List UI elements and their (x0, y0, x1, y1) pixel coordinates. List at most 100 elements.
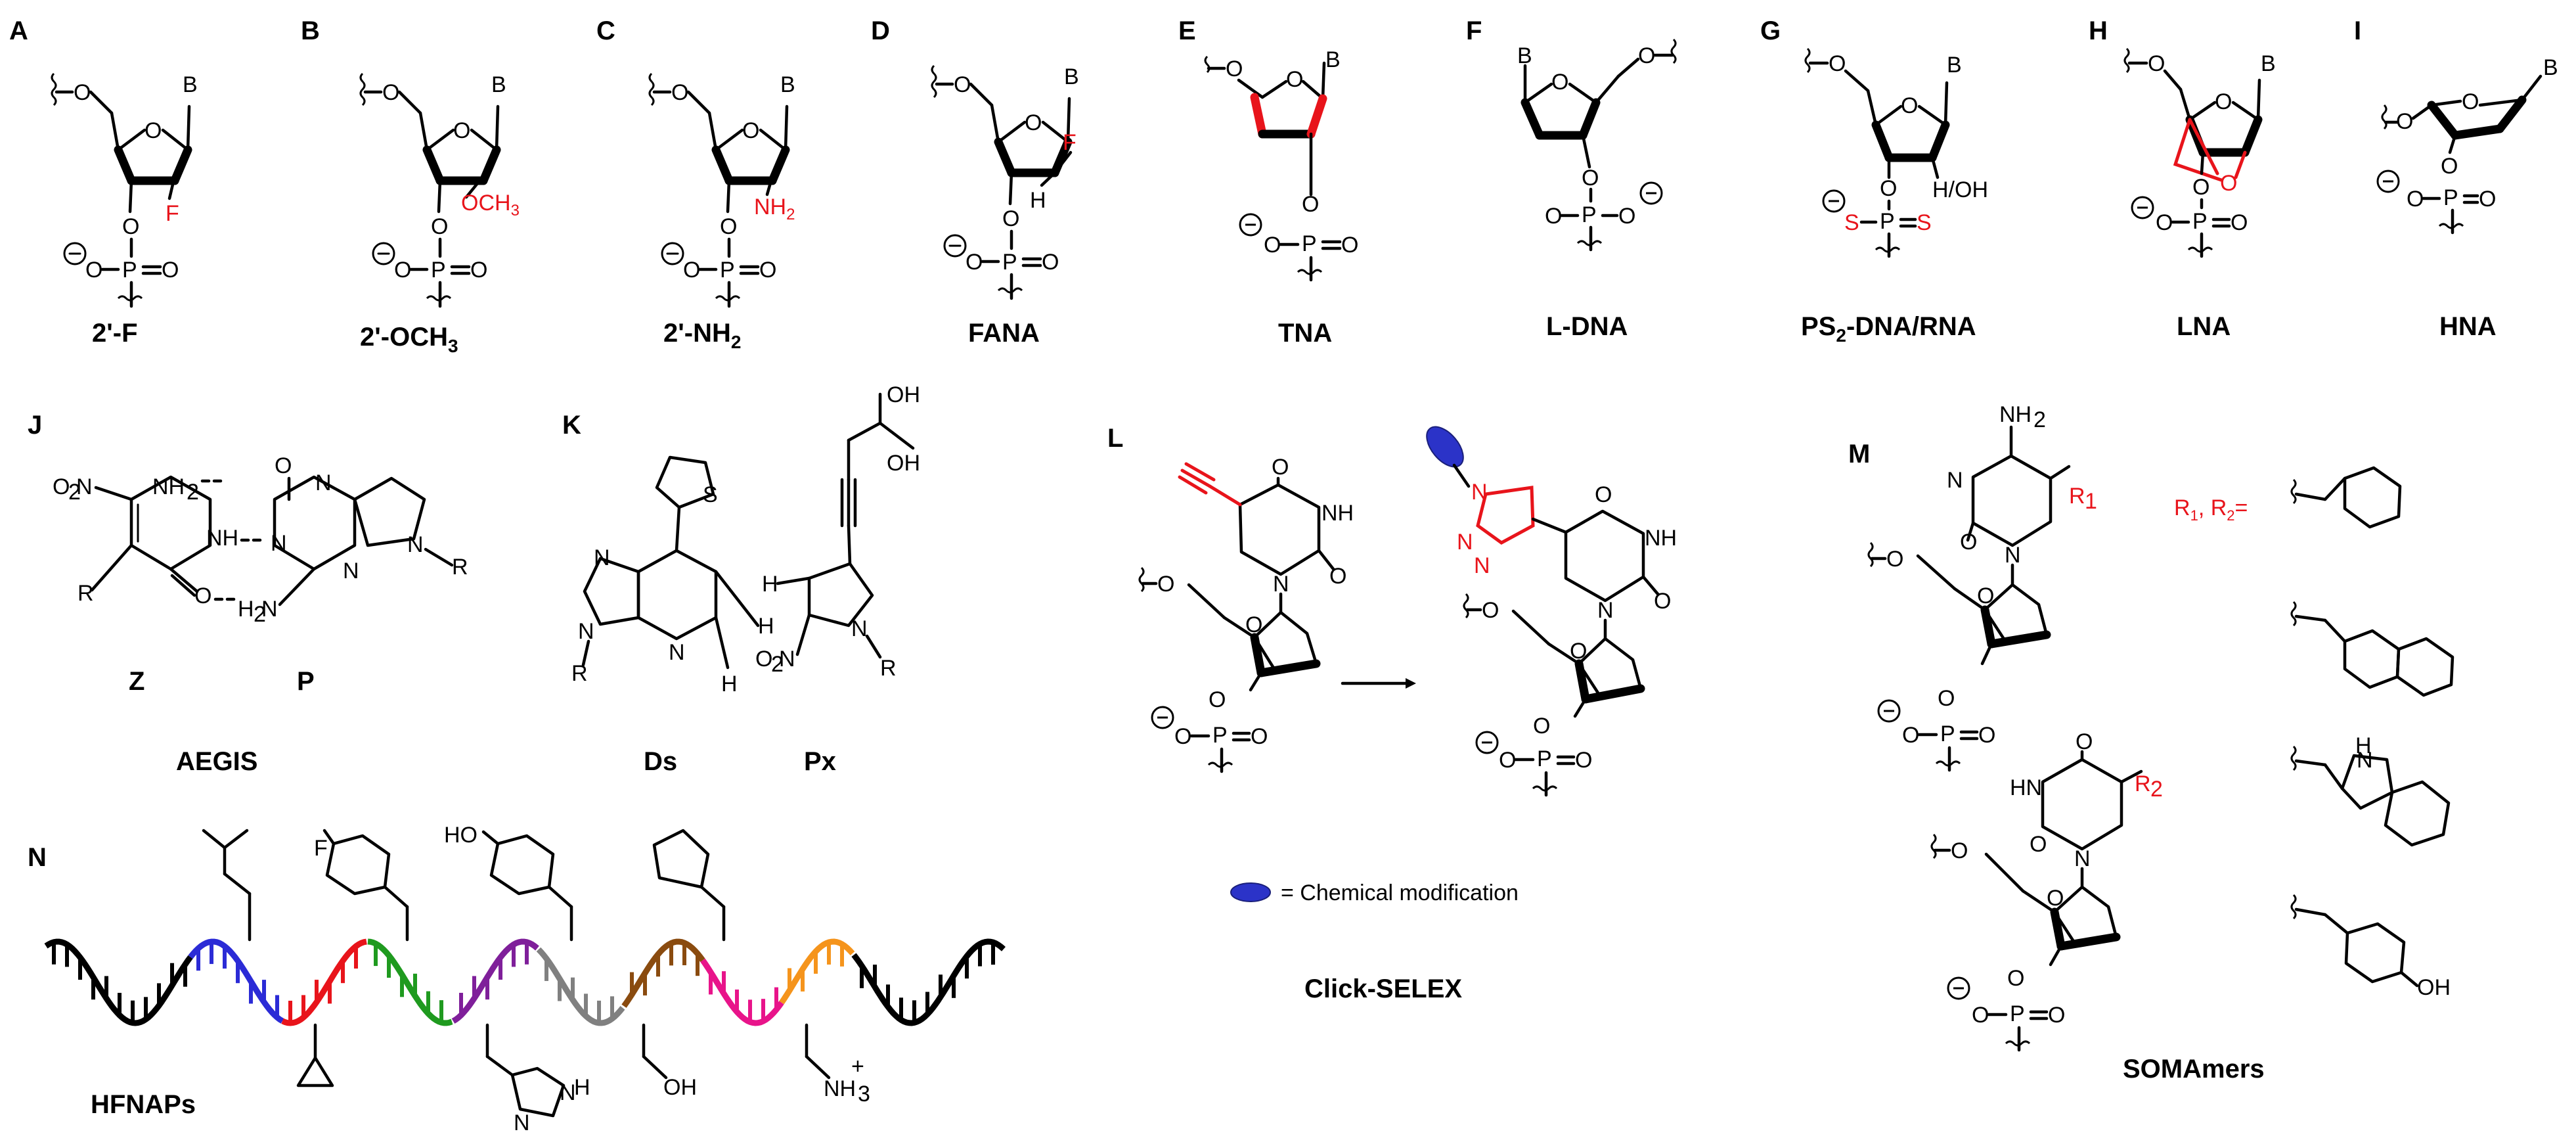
svg-text:O: O (1272, 455, 1289, 480)
panel-name-sub: 2 (1836, 325, 1846, 346)
svg-text:NH: NH (1321, 501, 1354, 526)
base-label: B (1947, 53, 1962, 78)
svg-text:NH: NH (824, 1076, 856, 1101)
nucleotide-structure (361, 74, 498, 306)
svg-text:O: O (2220, 171, 2237, 196)
svg-text:NH: NH (1645, 526, 1677, 551)
svg-text:O: O (755, 647, 772, 672)
svg-text:H: H (238, 597, 254, 622)
svg-text:N: N (407, 532, 424, 557)
helix-segment (700, 958, 784, 1026)
base-ds-label: Ds (644, 747, 677, 776)
svg-text:O: O (1482, 598, 1499, 623)
svg-text:O: O (2076, 729, 2093, 754)
modification-bead-icon (1426, 426, 1464, 468)
base-z-label: Z (129, 667, 144, 696)
svg-text:P: P (2443, 185, 2458, 210)
svg-text:O: O (2048, 1003, 2065, 1028)
panel-letter: J (28, 411, 42, 440)
svg-text:R1, R2=: R1, R2= (2174, 495, 2248, 524)
base-px-label: Px (804, 747, 836, 776)
svg-text:2: 2 (2150, 777, 2163, 802)
svg-text:P: P (1212, 723, 1228, 748)
svg-text:O: O (2231, 210, 2248, 235)
helix-segment (281, 938, 367, 1026)
svg-text:O: O (1618, 204, 1635, 229)
svg-text:O: O (1951, 838, 1968, 863)
fluoro-mod: F (1063, 130, 1077, 155)
svg-text:O: O (53, 474, 70, 499)
svg-text:O: O (194, 583, 211, 608)
nucleotide-structure (650, 74, 787, 306)
svg-text:N: N (1273, 572, 1289, 597)
panel-n: N F HO NH N OH (28, 823, 1006, 1135)
helix-segment (779, 938, 855, 1005)
helix-segment (536, 947, 625, 1026)
svg-text:O: O (1829, 51, 1846, 76)
svg-text:OCH3: OCH3 (461, 191, 520, 219)
svg-text:O: O (2396, 109, 2413, 134)
nucleotide-structure (932, 66, 1069, 298)
svg-text:1: 1 (2085, 489, 2097, 514)
svg-text:O: O (1209, 687, 1226, 712)
panel-name: SOMAmers (2123, 1055, 2265, 1084)
svg-text:NH: NH (1999, 402, 2032, 427)
r-group-equals: = (2235, 495, 2248, 520)
svg-text:O: O (2192, 175, 2210, 200)
svg-text:N: N (76, 474, 93, 499)
panel-letter: I (2354, 16, 2361, 45)
legend-bead-icon (1230, 882, 1271, 902)
svg-text:N: N (779, 647, 795, 672)
panel-letter: F (1466, 16, 1482, 45)
panel-d: D B F H FANA (871, 16, 1079, 348)
svg-text:O: O (2479, 187, 2496, 212)
svg-text:H: H (574, 1075, 590, 1100)
panel-name: TNA (1278, 319, 1332, 348)
svg-text:N: N (669, 640, 685, 665)
svg-text:NH2: NH2 (754, 194, 795, 223)
svg-text:N: N (261, 597, 278, 622)
svg-text:O: O (2047, 886, 2064, 911)
panel-letter: N (28, 843, 47, 872)
phenol-oh: OH (2417, 975, 2451, 1000)
panel-name: 2'-NH (663, 319, 731, 348)
r2-sub: 2 (2227, 507, 2234, 524)
svg-text:O: O (2215, 89, 2232, 114)
panel-l: L O NH O N O O O P O O (1107, 424, 1677, 1003)
svg-text:O: O (2030, 832, 2047, 857)
panel-letter: G (1760, 16, 1781, 45)
nucleotide-structure (52, 74, 189, 306)
panel-name: HNA (2439, 312, 2497, 341)
panel-name: Click-SELEX (1304, 974, 1462, 1003)
svg-text:O: O (1595, 482, 1612, 507)
hydroxyl-label: OH (663, 1075, 697, 1100)
svg-text:N: N (2074, 846, 2091, 871)
svg-text:O: O (1551, 70, 1568, 95)
svg-text:P: P (1940, 721, 1955, 746)
base-label: B (491, 72, 506, 97)
svg-text:O: O (2462, 89, 2479, 114)
svg-text:S: S (1844, 210, 1859, 235)
panel-name: L-DNA (1546, 312, 1628, 341)
panel-h: H O O B O O P O O LNA (2089, 16, 2276, 341)
panel-a: A B F 2'-F (9, 16, 198, 348)
r-group-label-2: , R (2198, 495, 2227, 520)
svg-text:N: N (1947, 468, 1963, 493)
svg-text:O: O (1901, 93, 1918, 118)
methoxy-subscript: 3 (511, 202, 520, 219)
svg-text:P: P (1302, 231, 1317, 256)
base-label: B (780, 72, 795, 97)
helix-segment (188, 938, 284, 1024)
panel-i: I O O B O P O O HNA (2354, 16, 2558, 341)
panel-name: FANA (968, 319, 1040, 348)
svg-text:H: H (721, 672, 738, 697)
svg-text:2: 2 (771, 652, 784, 677)
svg-text:PS2-DNA/RNA: PS2-DNA/RNA (1801, 312, 1976, 346)
svg-text:R: R (78, 581, 94, 606)
svg-text:H: H (2355, 733, 2372, 758)
panel-c: C B NH2 2'-NH2 (596, 16, 795, 352)
svg-text:N: N (315, 470, 332, 495)
base-label: B (1517, 43, 1532, 68)
